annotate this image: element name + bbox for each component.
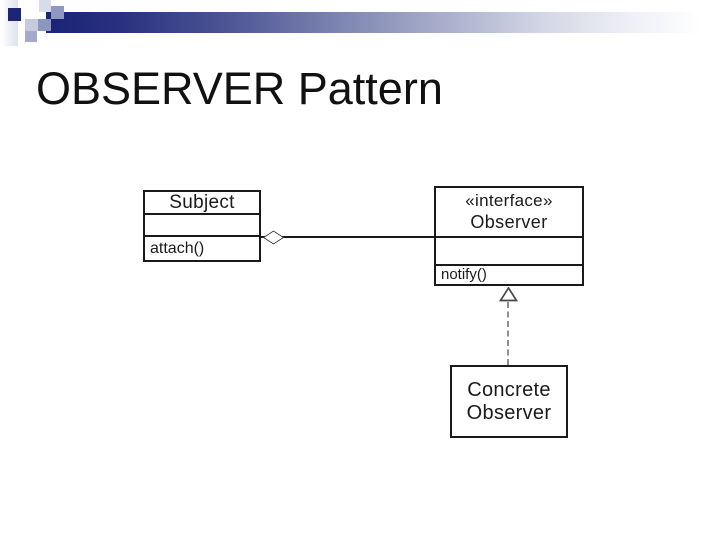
- aggregation-line: [261, 236, 434, 238]
- decor-square: [51, 6, 64, 19]
- observer-interface-box: «interface» Observer notify(): [434, 186, 584, 286]
- observer-attributes-compartment: [436, 238, 582, 266]
- decor-square: [25, 19, 38, 31]
- slide-title: OBSERVER Pattern: [36, 63, 443, 114]
- decor-square: [38, 19, 51, 31]
- decor-square: [39, 0, 51, 12]
- concrete-observer-name-line2: Observer: [466, 401, 552, 424]
- observer-method-notify: notify(): [441, 266, 487, 283]
- concrete-observer-box: Concrete Observer: [450, 365, 568, 438]
- observer-name-compartment: «interface» Observer: [436, 188, 582, 239]
- header-gradient-strip: [2, 0, 18, 46]
- realization-triangle-icon: [498, 286, 519, 307]
- decor-square: [25, 31, 37, 42]
- aggregation-diamond-icon: [262, 230, 285, 245]
- subject-attributes-compartment: [145, 215, 259, 237]
- realization-dashed-line: [507, 302, 509, 365]
- observer-interface-name: Observer: [470, 212, 548, 232]
- subject-class-name: Subject: [145, 192, 259, 215]
- subject-method-attach: attach(): [150, 240, 205, 257]
- concrete-observer-name-line1: Concrete: [467, 378, 551, 401]
- subject-class-box: Subject attach(): [143, 190, 261, 262]
- header-gradient-bar: [46, 12, 714, 33]
- interface-stereotype-label: «interface»: [465, 191, 553, 210]
- decor-navy-square: [8, 8, 21, 21]
